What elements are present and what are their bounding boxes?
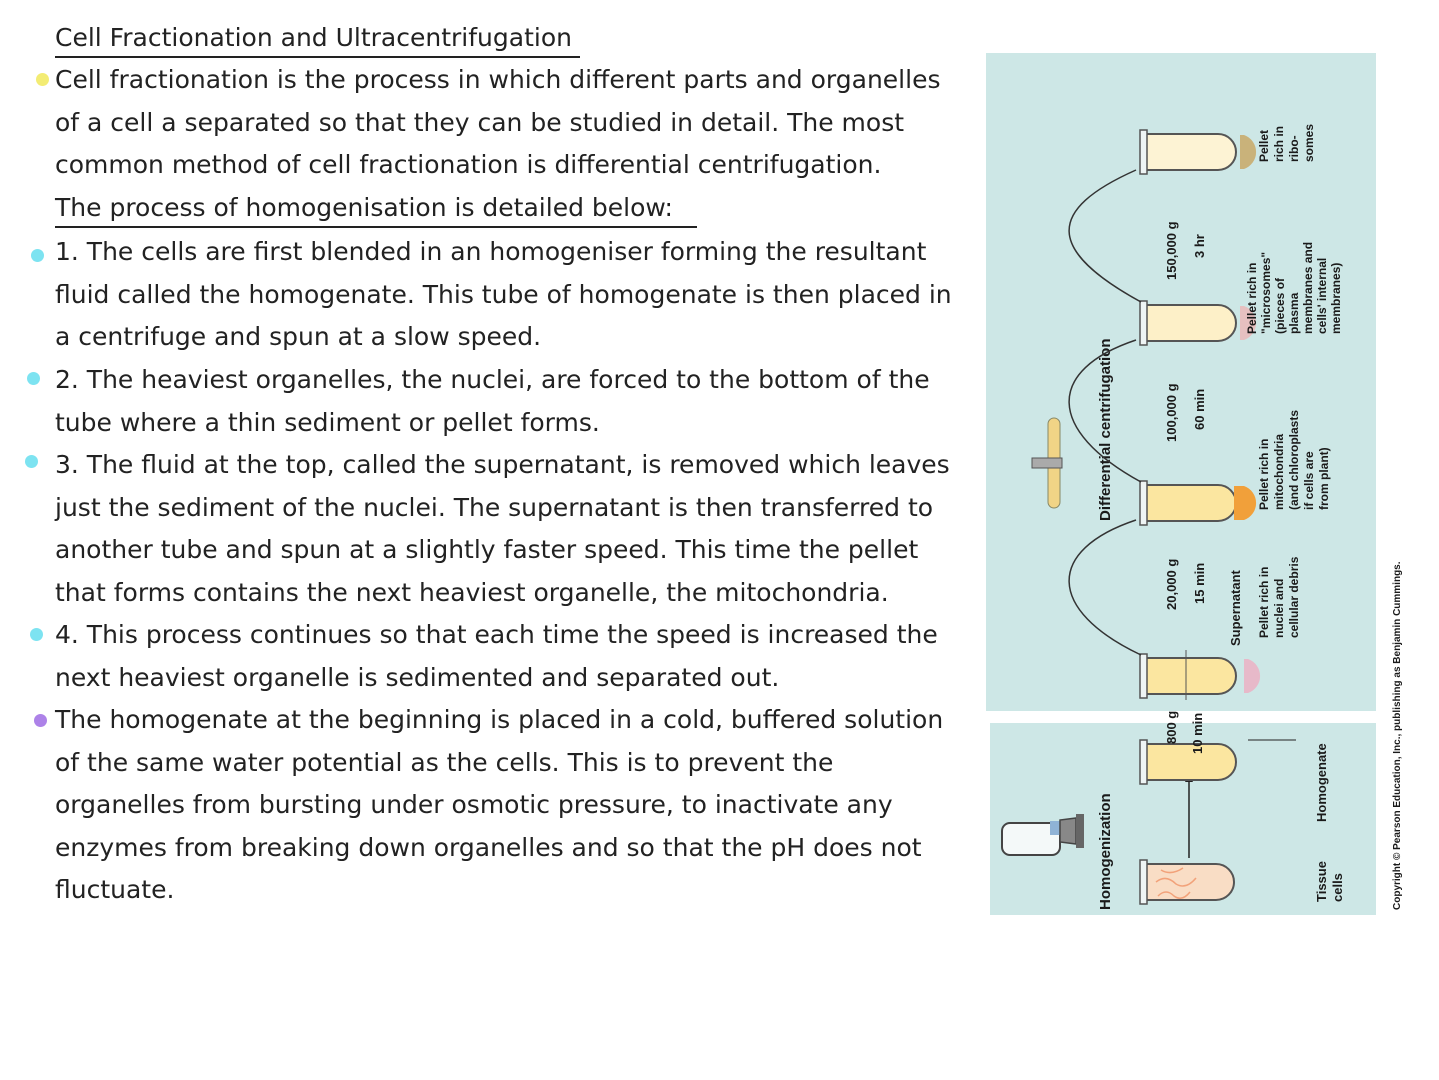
tube-stage-1 bbox=[1139, 650, 1261, 700]
text-line: common method of cell fractionation is d… bbox=[55, 150, 882, 180]
text-line: organelles from bursting under osmotic p… bbox=[55, 790, 893, 820]
intro-paragraph: Cell fractionation is the process in whi… bbox=[55, 59, 940, 187]
spin-force-3: 100,000 g bbox=[1164, 383, 1179, 442]
centrifuge-rotor-icon bbox=[1031, 417, 1063, 509]
spin-force-1: 800 g bbox=[1164, 711, 1179, 744]
section-centrifugation: Differential centrifugation bbox=[1097, 338, 1114, 521]
text-line: enzymes from breaking down organelles an… bbox=[55, 832, 922, 862]
step-2: 2. The heaviest organelles, the nuclei, … bbox=[55, 359, 930, 444]
tube-stage-3 bbox=[1139, 300, 1257, 346]
text-line: next heaviest organelle is sedimented an… bbox=[55, 662, 780, 692]
tube-tissue bbox=[1139, 859, 1235, 905]
label-homogenate: Homogenate bbox=[1314, 743, 1329, 822]
bullet-purple bbox=[34, 714, 47, 727]
closing-paragraph: The homogenate at the beginning is place… bbox=[55, 699, 943, 912]
tube-stage-4 bbox=[1139, 129, 1257, 175]
spin-time-2: 15 min bbox=[1192, 563, 1207, 604]
transfer-arrow bbox=[1068, 169, 1142, 303]
text-line: another tube and spun at a slightly fast… bbox=[55, 535, 919, 565]
bullet-cyan bbox=[27, 372, 40, 385]
text-line: tube where a thin sediment or pellet for… bbox=[55, 407, 600, 437]
centrifugation-diagram: Homogenization Differential centrifugati… bbox=[986, 53, 1403, 915]
text-line: a centrifuge and spun at a slow speed. bbox=[55, 322, 542, 352]
spin-time-3: 60 min bbox=[1192, 389, 1207, 430]
label-pellet-microsomes: Pellet rich in "microsomes" (pieces of p… bbox=[1245, 239, 1343, 334]
label-pellet-mito: Pellet rich in mitochondria (and chlorop… bbox=[1257, 407, 1331, 510]
text-line: 1. The cells are first blended in an hom… bbox=[55, 237, 927, 266]
blender-icon bbox=[1001, 814, 1084, 856]
homogenization-panel bbox=[990, 723, 1376, 915]
label-pellet-nuclei: Pellet rich in nuclei and cellular debri… bbox=[1257, 556, 1301, 638]
tube-stage-2 bbox=[1139, 480, 1257, 526]
spin-time-1: 10 min bbox=[1190, 713, 1205, 754]
step-3: 3. The fluid at the top, called the supe… bbox=[55, 444, 950, 614]
step-1: 1. The cells are first blended in an hom… bbox=[55, 231, 952, 359]
label-pellet-ribosomes: Pellet rich in ribo- somes bbox=[1257, 123, 1316, 162]
tube-homogenate bbox=[1139, 739, 1237, 785]
subheading: The process of homogenisation is detaile… bbox=[55, 190, 697, 228]
text-line: The homogenate at the beginning is place… bbox=[55, 705, 944, 734]
text-line: 3. The fluid at the top, called the supe… bbox=[55, 450, 950, 479]
text-line: fluctuate. bbox=[55, 875, 175, 905]
section-homogenization: Homogenization bbox=[1097, 793, 1114, 910]
spin-time-4: 3 hr bbox=[1192, 234, 1207, 258]
text-line: of the same water potential as the cells… bbox=[55, 747, 834, 777]
page-title: Cell Fractionation and Ultracentrifugati… bbox=[55, 20, 580, 58]
text-line: that forms contains the next heaviest or… bbox=[55, 577, 889, 607]
transfer-arrow bbox=[1068, 519, 1142, 656]
bullet-cyan bbox=[31, 249, 44, 262]
bullet-cyan bbox=[25, 455, 38, 468]
text-line: 2. The heaviest organelles, the nuclei, … bbox=[55, 365, 930, 394]
text-line: Cell fractionation is the process in whi… bbox=[55, 65, 941, 94]
notes-page: Cell Fractionation and Ultracentrifugati… bbox=[25, 20, 952, 912]
text-line: of a cell a separated so that they can b… bbox=[55, 107, 905, 137]
centrifugation-panel bbox=[986, 53, 1376, 711]
step-4: 4. This process continues so that each t… bbox=[55, 614, 938, 699]
label-tissue: Tissue cells bbox=[1314, 857, 1345, 902]
transfer-arrow bbox=[1068, 339, 1142, 483]
spin-force-4: 150,000 g bbox=[1164, 221, 1179, 280]
text-line: 4. This process continues so that each t… bbox=[55, 620, 938, 649]
bullet-yellow bbox=[36, 73, 49, 86]
text-line: just the sediment of the nuclei. The sup… bbox=[55, 492, 934, 522]
label-supernatant: Supernatant bbox=[1228, 569, 1243, 646]
spin-force-2: 20,000 g bbox=[1164, 559, 1179, 610]
text-line: fluid called the homogenate. This tube o… bbox=[55, 279, 952, 309]
bullet-cyan bbox=[30, 628, 43, 641]
copyright: Copyright © Pearson Education, Inc., pub… bbox=[1392, 561, 1403, 910]
